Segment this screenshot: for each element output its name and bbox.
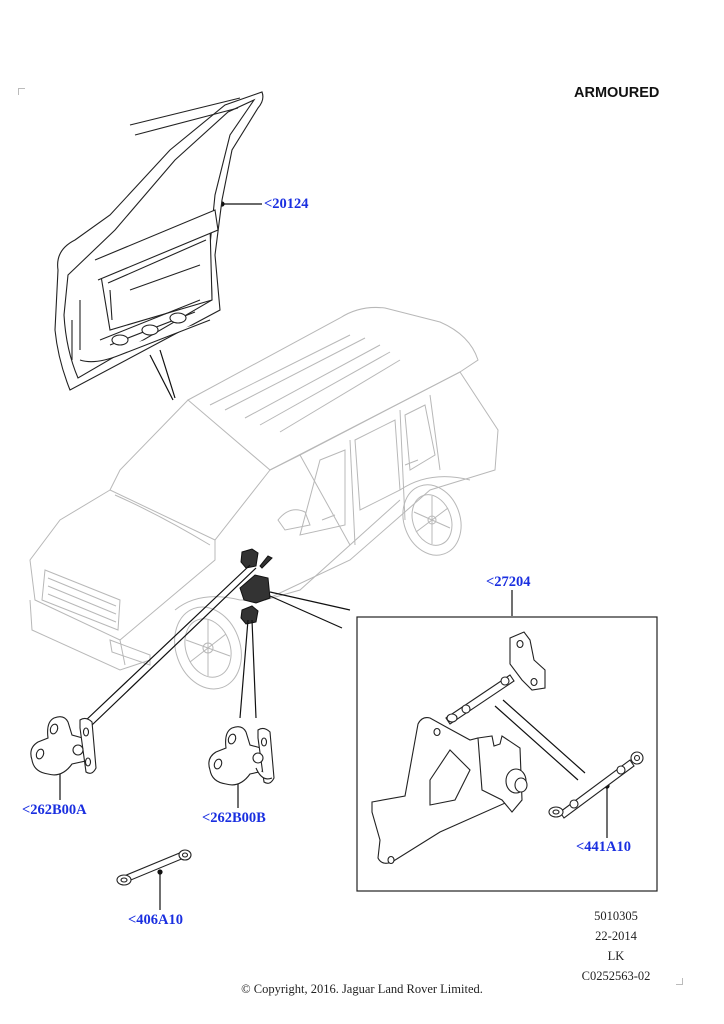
lower-hinge-drawing	[208, 726, 275, 786]
reference-block: 5010305 22-2014 LK C0252563-02	[566, 906, 666, 986]
copyright-notice: © Copyright, 2016. Jaguar Land Rover Lim…	[241, 982, 483, 996]
check-strap-detail-box	[356, 616, 658, 892]
check-strap-drawing	[371, 631, 644, 865]
callout-check-strap-assembly[interactable]: <27204	[486, 574, 531, 590]
callout-check-link-rod[interactable]: <441A10	[576, 839, 631, 855]
reference-date: 22-2014	[595, 929, 637, 943]
callout-door-shell[interactable]: <20124	[264, 196, 309, 212]
tie-rod-drawing	[116, 849, 192, 886]
reference-initials: LK	[607, 949, 625, 963]
callout-tie-rod[interactable]: <406A10	[128, 912, 183, 928]
installed-hinges	[239, 548, 273, 625]
reference-code: 5010305	[594, 909, 638, 923]
crop-mark-top-left	[18, 88, 25, 95]
door-shell-drawing	[54, 91, 264, 391]
illustration-id: C0252563-02	[581, 969, 651, 983]
vehicle-outline	[29, 307, 499, 690]
upper-hinge-drawing	[30, 716, 97, 776]
callout-lower-hinge[interactable]: <262B00B	[202, 810, 266, 826]
callout-upper-hinge[interactable]: <262B00A	[22, 802, 87, 818]
variant-label: ARMOURED	[574, 85, 660, 101]
crop-mark-bottom-right	[676, 978, 683, 985]
